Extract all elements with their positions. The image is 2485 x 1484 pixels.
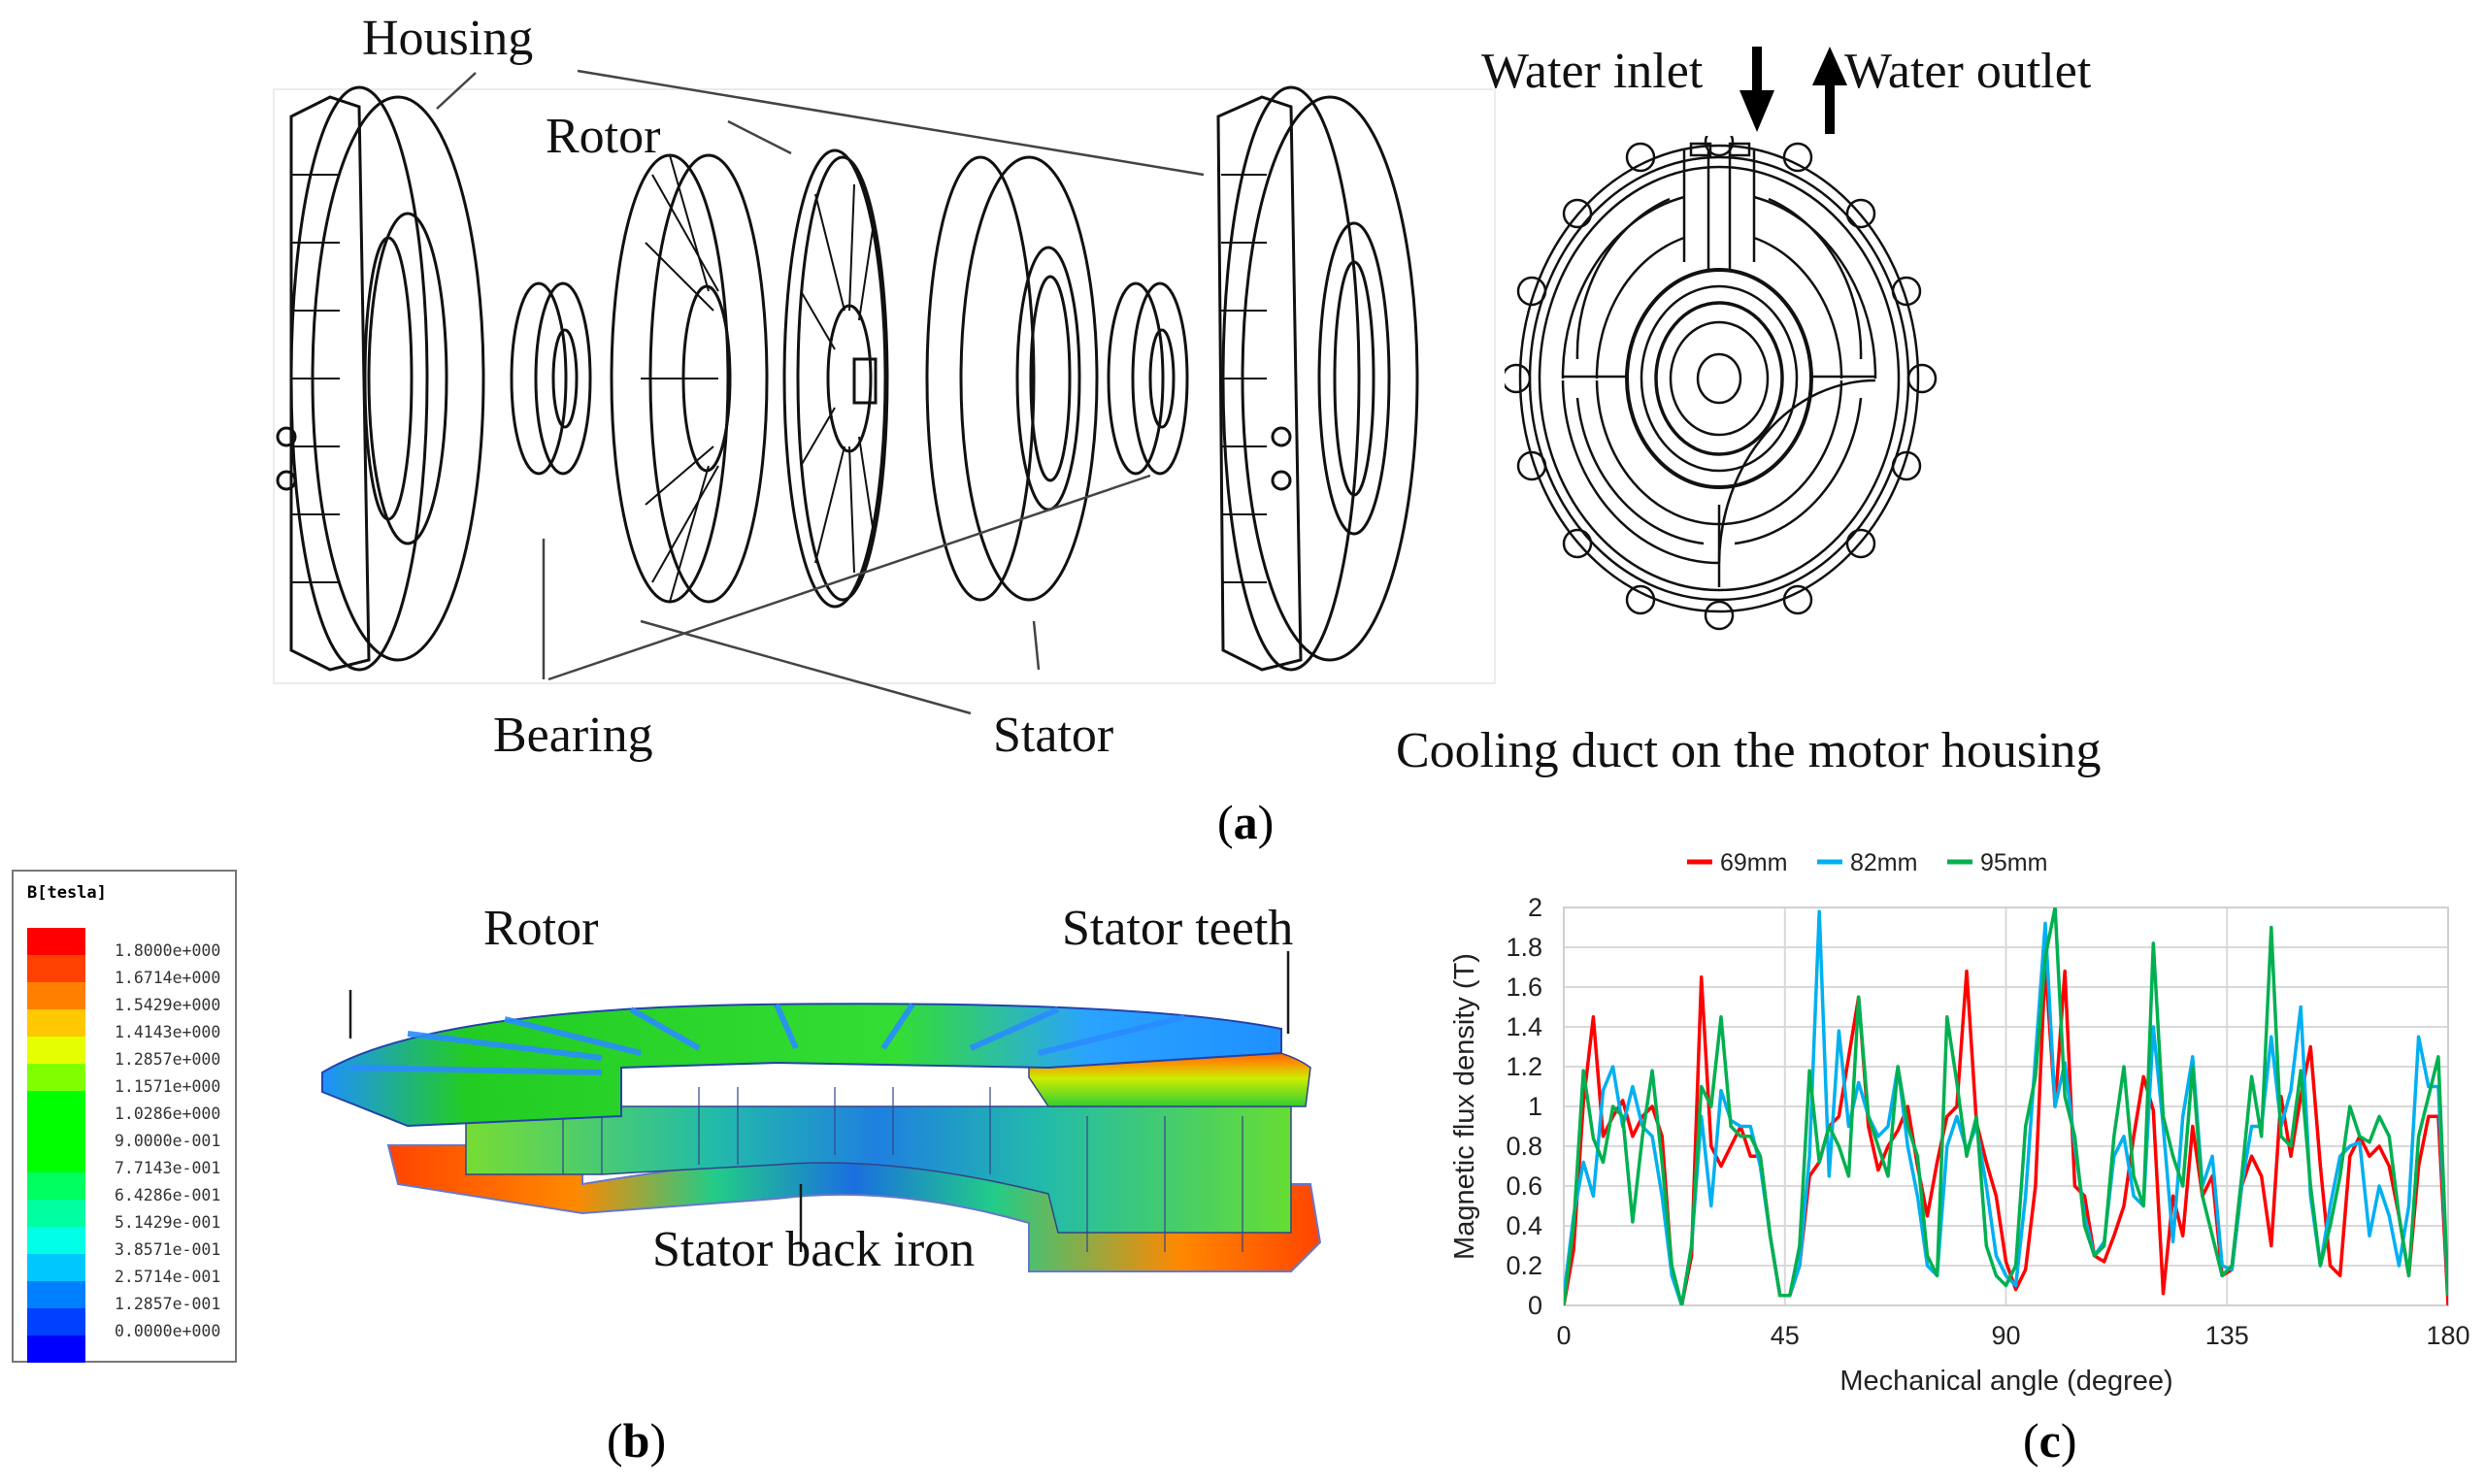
label-bearing: Bearing: [493, 708, 653, 763]
chart-legend: 69mm 82mm 95mm: [1687, 849, 2047, 876]
legend-label-95mm: 95mm: [1980, 849, 2047, 876]
panel-b-caption: (b): [607, 1413, 667, 1468]
y-tick-label: 1.6: [1506, 973, 1542, 1002]
legend-value: 0.0000e+000: [115, 1322, 221, 1340]
flux-density-chart: 0 0.2 0.4 0.6 0.8 1 1.2 1.4 1.6 1.8 2 0 45 90 135 180 6…: [1449, 849, 2470, 1397]
cooling-duct-drawing: [1505, 136, 1938, 631]
legend-swatch: [27, 1227, 85, 1254]
y-tick-label: 0.8: [1506, 1132, 1542, 1161]
legend-swatch: [27, 955, 85, 982]
legend-swatch: [27, 1254, 85, 1281]
legend-value: 3.8571e-001: [115, 1240, 221, 1259]
legend-value: 1.6714e+000: [115, 969, 221, 987]
legend-swatch: [27, 1336, 85, 1363]
legend-swatch: [27, 982, 85, 1009]
chart-ticks: 0 0.2 0.4 0.6 0.8 1 1.2 1.4 1.6 1.8 2 0 45 90 135 180: [1506, 893, 2469, 1350]
chart-series: [1564, 907, 2448, 1305]
series-line-95mm: [1564, 907, 2448, 1305]
label-water-inlet: Water inlet: [1481, 44, 1704, 99]
chart-grid: [1563, 907, 2449, 1306]
x-tick-label: 45: [1771, 1321, 1800, 1350]
legend-value: 1.8000e+000: [115, 941, 221, 960]
y-tick-label: 0: [1528, 1291, 1542, 1320]
legend-value: 1.5429e+000: [115, 996, 221, 1014]
fea-flux-map: [321, 951, 1322, 1272]
y-tick-label: 1.2: [1506, 1052, 1542, 1081]
panel-c-caption: (c): [2023, 1413, 2077, 1468]
legend-value: 7.7143e-001: [115, 1159, 221, 1177]
legend-title: B[tesla]: [27, 883, 107, 903]
x-tick-label: 90: [1991, 1321, 2020, 1350]
legend-swatch: [27, 1009, 85, 1037]
legend-value: 1.1571e+000: [115, 1077, 221, 1096]
y-tick-label: 0.2: [1506, 1251, 1542, 1280]
legend-value: 6.4286e-001: [115, 1186, 221, 1204]
legend-colorbar: [27, 928, 85, 1363]
series-line-82mm: [1564, 909, 2448, 1305]
legend-swatch: [27, 928, 85, 955]
legend-swatch: [27, 1145, 85, 1172]
x-tick-label: 180: [2426, 1321, 2469, 1350]
legend-value: 2.5714e-001: [115, 1268, 221, 1286]
y-tick-label: 0.4: [1506, 1211, 1542, 1240]
y-axis-title: Magnetic flux density (T): [1449, 953, 1480, 1260]
y-tick-label: 1.4: [1506, 1012, 1542, 1041]
left-bearing: [510, 281, 592, 476]
stator-disk-right: [925, 155, 1099, 602]
legend-swatch: [27, 1064, 85, 1091]
legend-label-69mm: 69mm: [1720, 849, 1787, 876]
legend-value: 1.4143e+000: [115, 1023, 221, 1041]
label-stator-back-iron: Stator back iron: [652, 1222, 976, 1277]
label-stator: Stator: [993, 708, 1114, 763]
left-housing: [276, 85, 485, 672]
panel-a-exploded-view: [273, 69, 1496, 715]
label-stator-teeth: Stator teeth: [1062, 901, 1294, 956]
y-tick-label: 1.8: [1506, 933, 1542, 962]
x-tick-label: 135: [2205, 1321, 2249, 1350]
legend-value: 5.1429e-001: [115, 1213, 221, 1232]
label-housing: Housing: [362, 11, 534, 66]
y-tick-label: 1: [1528, 1092, 1542, 1121]
x-axis-title: Mechanical angle (degree): [1839, 1366, 2172, 1397]
label-water-outlet: Water outlet: [1844, 44, 2092, 99]
legend-value: 1.2857e-001: [115, 1295, 221, 1313]
water-outlet-arrow-icon: [1812, 47, 1847, 134]
series-line-69mm: [1564, 961, 2448, 1305]
legend-value: 1.2857e+000: [115, 1050, 221, 1069]
legend-swatch: [27, 1118, 85, 1145]
legend-value: 1.0286e+000: [115, 1105, 221, 1123]
legend-label-82mm: 82mm: [1850, 849, 1917, 876]
y-tick-label: 0.6: [1506, 1171, 1542, 1201]
water-inlet-arrow-icon: [1740, 47, 1774, 132]
panel-a-caption: (a): [1217, 795, 1275, 849]
right-bearing: [1107, 281, 1189, 476]
stator-disk-left: [610, 153, 769, 604]
legend-swatch: [27, 1281, 85, 1308]
label-rotor-a: Rotor: [546, 109, 661, 164]
legend-swatch: [27, 1172, 85, 1200]
label-rotor-b: Rotor: [483, 901, 599, 956]
legend-swatch: [27, 1091, 85, 1118]
y-tick-label: 2: [1528, 893, 1542, 922]
legend-swatch: [27, 1037, 85, 1064]
flux-density-legend: B[tesla] 1.8000e+000 1.6714e+000 1.5429e+0…: [12, 870, 237, 1363]
legend-values: 1.8000e+000 1.6714e+000 1.5429e+000 1.4143e…: [115, 938, 220, 1345]
legend-swatch: [27, 1200, 85, 1227]
legend-value: 9.0000e-001: [115, 1132, 221, 1150]
plot-frame: [1563, 907, 2449, 1306]
rotor-disk: [782, 148, 889, 609]
leader-lines: [436, 69, 1205, 715]
label-cooling-duct: Cooling duct on the motor housing: [1396, 723, 2102, 778]
x-tick-label: 0: [1556, 1321, 1571, 1350]
legend-swatch: [27, 1308, 85, 1336]
right-housing: [1216, 85, 1419, 672]
